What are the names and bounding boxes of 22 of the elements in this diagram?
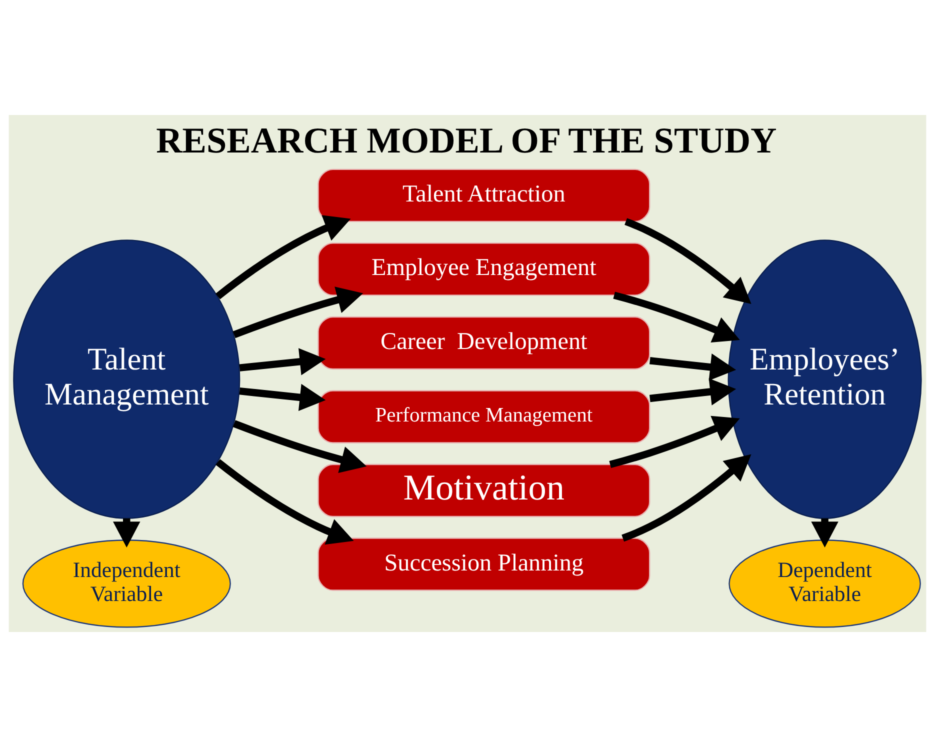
node-ellipse: Employees’ Retention bbox=[728, 240, 922, 519]
node-ellipse: Independent Variable bbox=[22, 539, 231, 628]
arrow bbox=[624, 218, 752, 304]
arrow bbox=[239, 384, 326, 411]
arrow bbox=[232, 420, 367, 473]
node-box: Succession Planning bbox=[318, 538, 650, 591]
node-ellipse: Talent Management bbox=[13, 240, 240, 519]
arrow bbox=[216, 459, 354, 545]
node-box: Career Development bbox=[318, 316, 650, 370]
diagram-title: RESEARCH MODEL OF THE STUDY bbox=[156, 120, 777, 160]
arrow bbox=[232, 286, 364, 338]
arrow bbox=[622, 454, 752, 542]
node-ellipse: Dependent Variable bbox=[728, 539, 921, 628]
arrow bbox=[613, 292, 740, 342]
node-box: Talent Attraction bbox=[318, 168, 650, 222]
arrow bbox=[239, 348, 326, 376]
node-box: Employee Engagement bbox=[318, 242, 650, 296]
arrow bbox=[216, 215, 351, 300]
arrow bbox=[649, 378, 736, 406]
node-box: Performance Management bbox=[318, 390, 650, 444]
node-box: Motivation bbox=[318, 464, 650, 518]
arrow bbox=[650, 354, 736, 381]
